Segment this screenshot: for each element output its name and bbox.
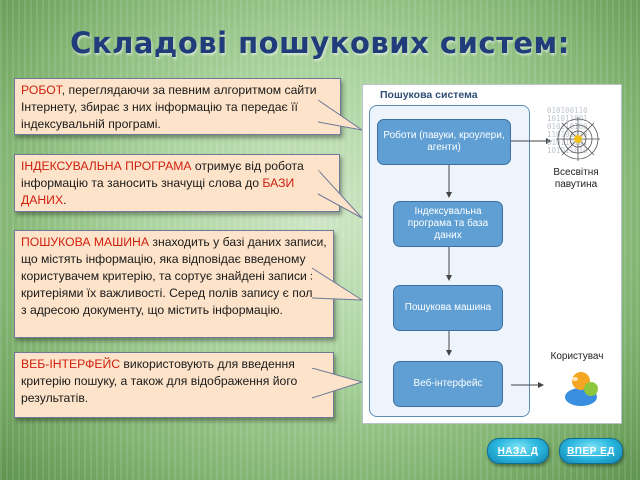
callout-robot: РОБОТ, переглядаючи за певним алгоритмом… [14,78,341,135]
binary-digits: 010100110 101011001 010110100 110101010 … [547,106,588,155]
callout-key: ІНДЕКСУВАЛЬНА ПРОГРАМА [21,159,192,173]
forward-button[interactable]: ВПЕР ЕД [559,438,623,464]
search-system-diagram: Пошукова система Роботи (павуки, кроулер… [362,84,622,424]
user-icon [565,372,598,406]
user-label: Користувач [550,351,604,362]
callout-text-end: . [63,193,67,207]
diagram-box-robots: Роботи (павуки, кроулери, агенти) [377,119,511,165]
callout-pointer [318,170,363,219]
diagram-box-indexer: Індексувальна програма та база даних [393,201,503,247]
callout-text: , переглядаючи за певним алгоритмом сайт… [21,83,317,131]
diagram-title: Пошукова система [380,89,478,101]
diagram-arrows [446,138,552,388]
callout-pointer [318,100,363,131]
callout-web-interface: ВЕБ-ІНТЕРФЕЙС використовують для введенн… [14,352,334,418]
callout-pointer [312,368,364,399]
back-button[interactable]: НАЗА Д [487,438,549,464]
callout-key: РОБОТ [21,83,62,97]
web-label: Всесвітня павутина [553,167,599,190]
callout-indexer: ІНДЕКСУВАЛЬНА ПРОГРАМА отримує від робот… [14,154,340,212]
page-title: Складові пошукових систем: [70,26,570,60]
callout-text: знаходить у базі даних записи, що містят… [21,235,327,317]
spider-web-icon [556,117,600,161]
diagram-box-web-interface: Веб-інтерфейс [393,361,503,407]
callout-key: ВЕБ-ІНТЕРФЕЙС [21,357,121,371]
callout-text: використовують для введення критерію пош… [21,357,298,405]
callout-key-db: БАЗИ ДАНИХ [21,176,295,207]
callout-key: ПОШУКОВА МАШИНА [21,235,149,249]
callout-search-engine: ПОШУКОВА МАШИНА знаходить у базі даних з… [14,230,334,338]
callout-text: отримує від робота інформацію та заносит… [21,159,304,190]
diagram-box-search-engine: Пошукова машина [393,285,503,331]
callout-pointer [312,268,364,301]
